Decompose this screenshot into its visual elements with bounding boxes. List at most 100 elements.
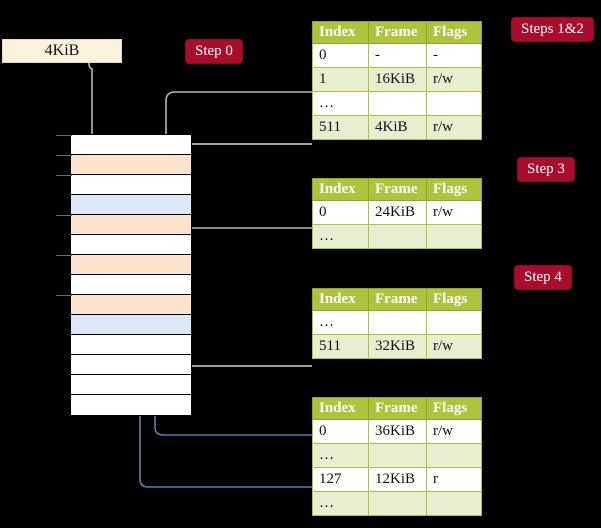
memory-row	[71, 355, 191, 375]
table-row: 0--	[312, 43, 482, 68]
memory-row	[71, 135, 191, 155]
column-header-flags: Flags	[426, 178, 482, 201]
cell-flags	[426, 310, 482, 335]
cell-index: 1	[312, 67, 369, 92]
memory-column	[70, 134, 192, 416]
cell-frame: -	[368, 43, 427, 68]
frame-box-4kib: 4KiB	[2, 39, 122, 63]
cell-frame: 16KiB	[368, 67, 427, 92]
cell-flags: r/w	[426, 67, 482, 92]
column-header-frame: Frame	[368, 21, 427, 44]
cell-flags: r/w	[426, 115, 482, 140]
memory-row	[71, 335, 191, 355]
memory-row	[71, 275, 191, 295]
cell-flags	[426, 91, 482, 116]
table-row: …	[312, 443, 482, 468]
cell-frame	[368, 443, 427, 468]
cell-frame: 24KiB	[368, 200, 427, 225]
column-header-frame: Frame	[368, 288, 427, 311]
memory-tick	[56, 255, 72, 256]
cell-flags	[426, 491, 482, 516]
cell-index: 511	[312, 334, 369, 359]
memory-row	[71, 195, 191, 215]
badge-steps-1-and-2: Steps 1&2	[512, 18, 593, 41]
column-header-index: Index	[312, 178, 369, 201]
wire-step4	[166, 293, 312, 367]
memory-row	[71, 215, 191, 235]
memory-row	[71, 315, 191, 335]
memory-tick	[56, 155, 72, 156]
memory-row	[71, 255, 191, 275]
table-row: …	[312, 91, 482, 116]
table-row: …	[312, 224, 482, 249]
cell-frame	[368, 491, 427, 516]
cell-index: …	[312, 310, 369, 335]
column-header-flags: Flags	[426, 21, 482, 44]
cell-frame: 12KiB	[368, 467, 427, 492]
cell-frame	[368, 224, 427, 249]
table-row: …	[312, 491, 482, 516]
cell-flags: -	[426, 43, 482, 68]
cell-index: …	[312, 443, 369, 468]
memory-row	[71, 155, 191, 175]
column-header-index: Index	[312, 397, 369, 420]
memory-row	[71, 175, 191, 195]
cell-frame: 32KiB	[368, 334, 427, 359]
cell-flags	[426, 224, 482, 249]
cell-frame	[368, 310, 427, 335]
wire-step3	[173, 227, 312, 251]
wire-steps12-b2	[166, 142, 312, 153]
cell-flags	[426, 443, 482, 468]
frame-box-label: 4KiB	[44, 42, 80, 59]
memory-row	[71, 395, 191, 415]
column-header-flags: Flags	[426, 288, 482, 311]
column-header-index: Index	[312, 21, 369, 44]
cell-frame: 36KiB	[368, 419, 427, 444]
cell-index: 0	[312, 419, 369, 444]
badge-step-3: Step 3	[518, 158, 574, 181]
cell-index: …	[312, 491, 369, 516]
column-header-flags: Flags	[426, 397, 482, 420]
memory-tick	[56, 215, 72, 216]
cell-index: 0	[312, 43, 369, 68]
memory-row	[71, 235, 191, 255]
cell-index: …	[312, 91, 369, 116]
memory-row	[71, 375, 191, 395]
badge-step-4: Step 4	[515, 266, 571, 289]
memory-tick	[56, 135, 72, 136]
cell-frame	[368, 91, 427, 116]
cell-index: …	[312, 224, 369, 249]
badge-step-0: Step 0	[186, 40, 242, 63]
wire-steps12-b	[173, 143, 312, 153]
cell-index: 127	[312, 467, 369, 492]
cell-flags: r/w	[426, 419, 482, 444]
memory-tick	[56, 175, 72, 176]
cell-index: 0	[312, 200, 369, 225]
cell-flags: r	[426, 467, 482, 492]
column-header-frame: Frame	[368, 178, 427, 201]
cell-index: 511	[312, 115, 369, 140]
column-header-frame: Frame	[368, 397, 427, 420]
cell-frame: 4KiB	[368, 115, 427, 140]
memory-row	[71, 295, 191, 315]
memory-tick	[56, 295, 72, 296]
cell-flags: r/w	[426, 200, 482, 225]
